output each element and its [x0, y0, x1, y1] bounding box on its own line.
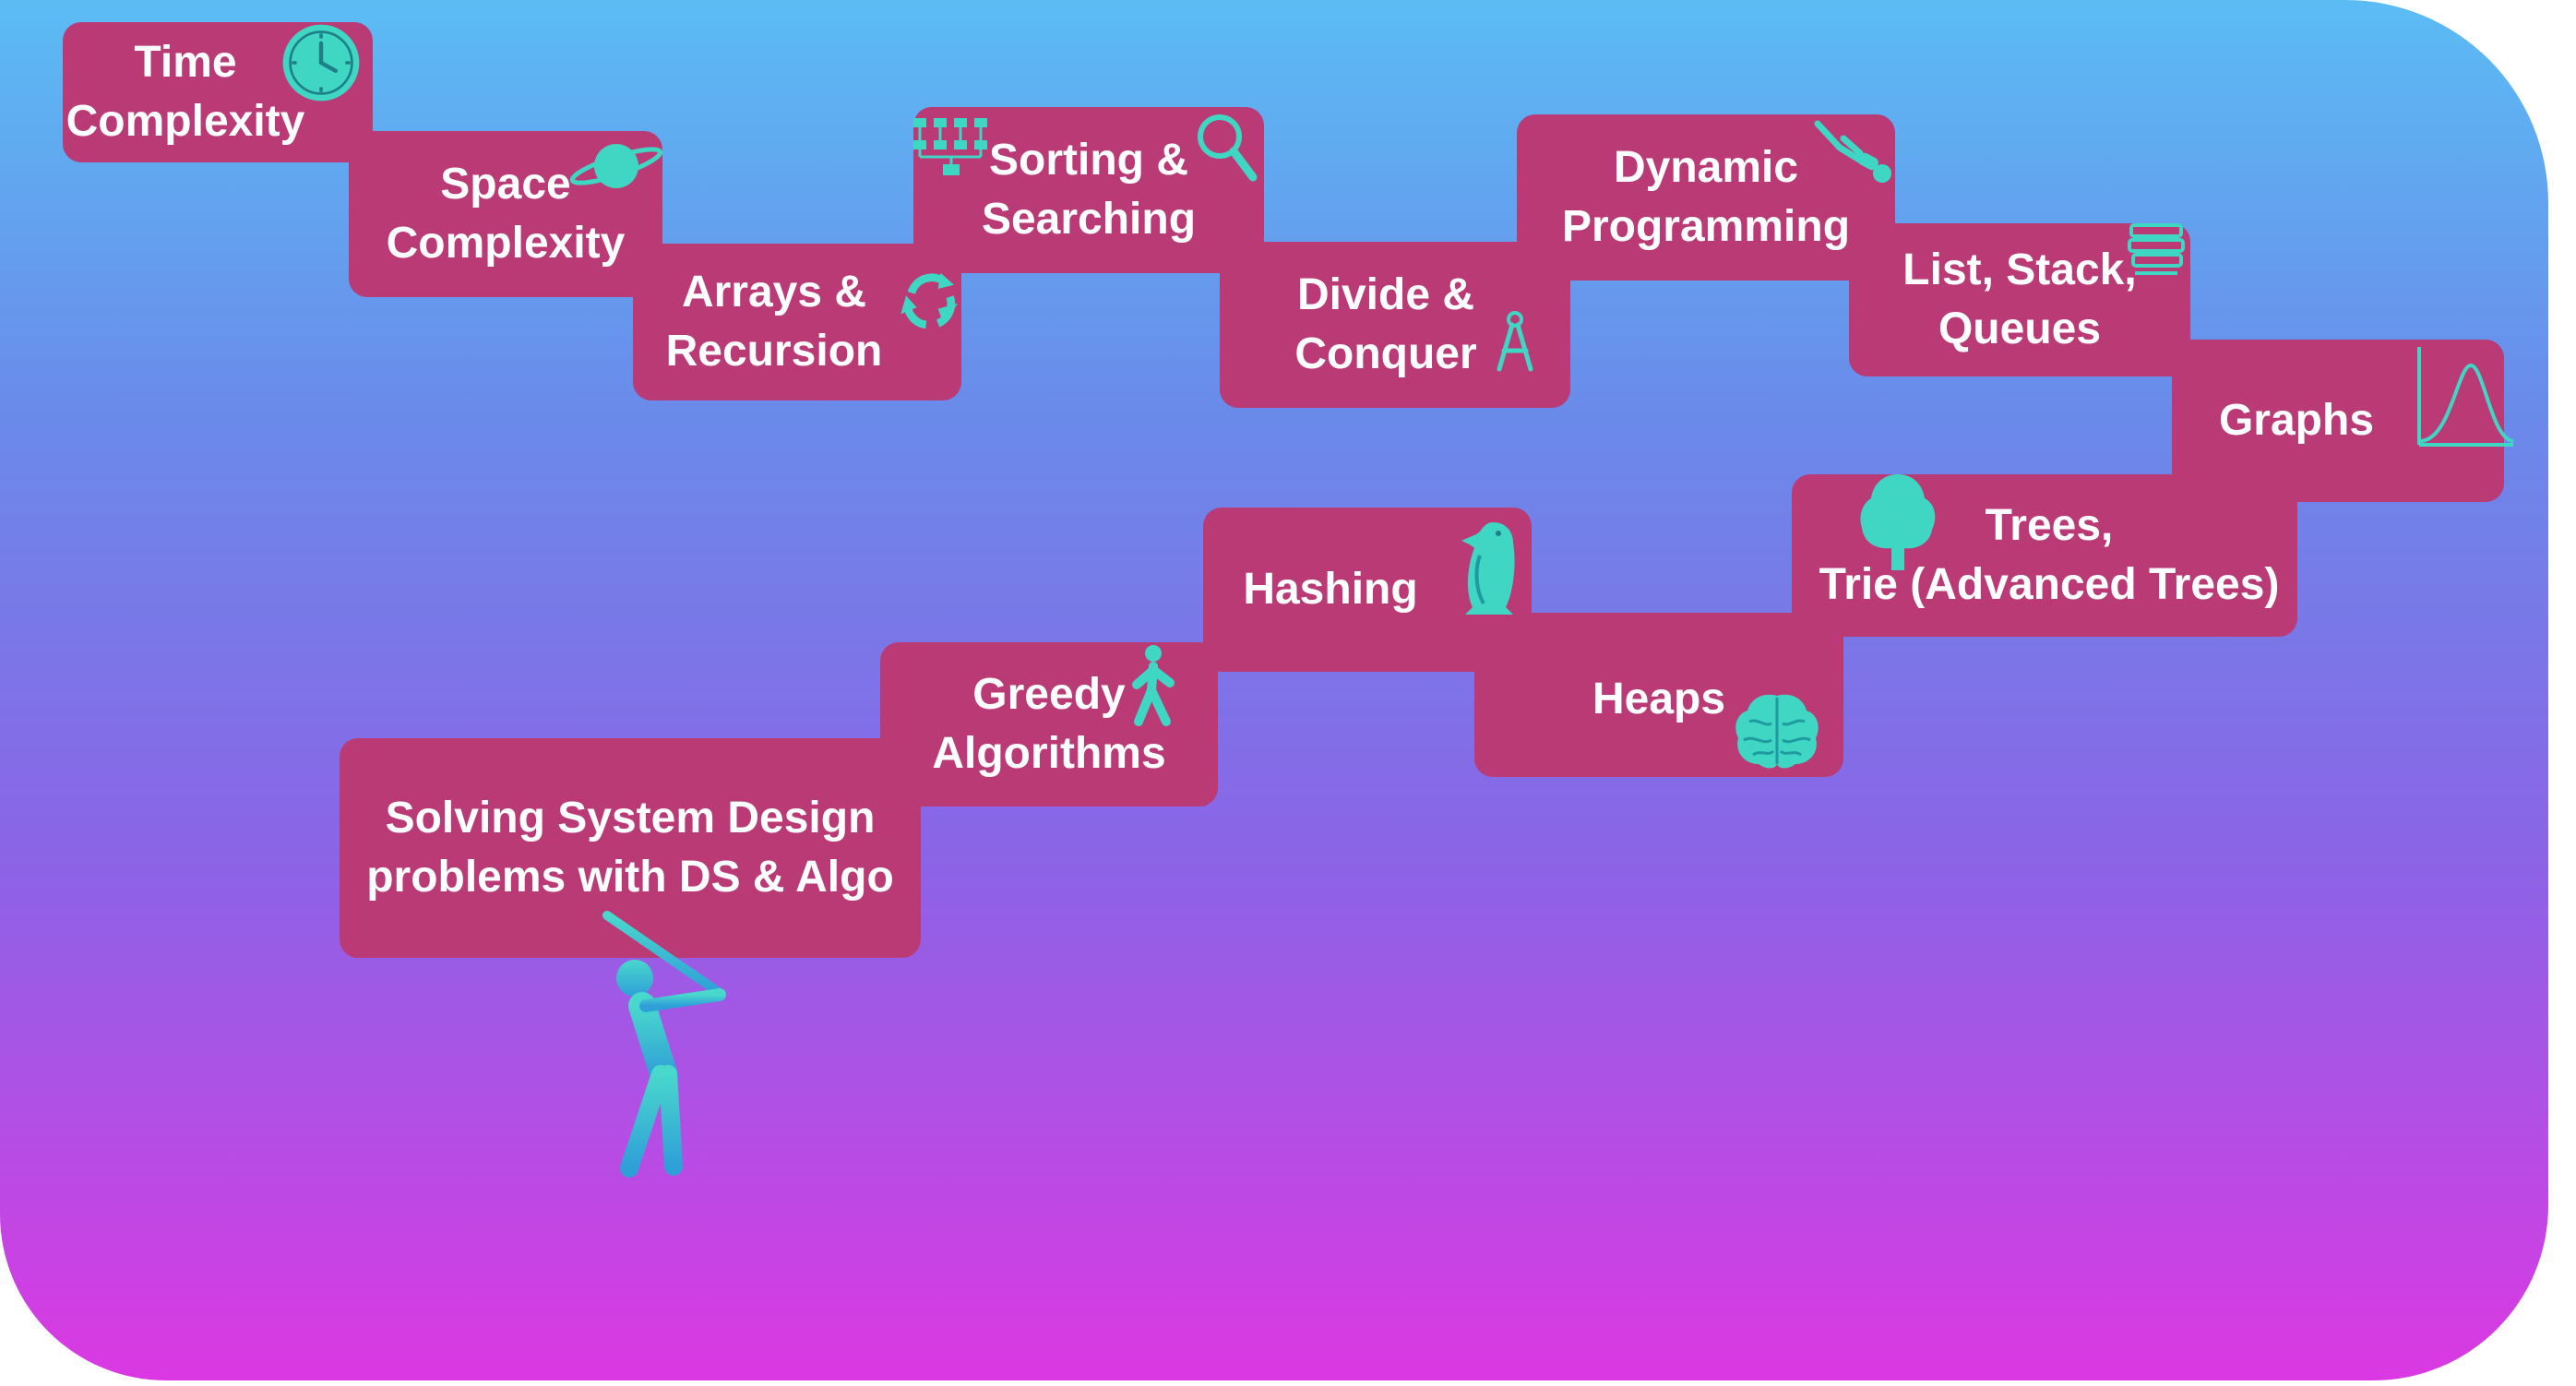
step-dynamic-programming: Dynamic Programming: [1517, 114, 1895, 281]
diver-icon: [1812, 120, 1895, 188]
step-label-line: List, Stack,: [1902, 245, 2137, 294]
step-label-line: Programming: [1561, 202, 1851, 251]
bell-curve-icon: [2414, 345, 2515, 447]
step-label-line: Greedy: [972, 670, 1126, 719]
golfer-icon: [583, 910, 734, 1177]
step-label-line: Recursion: [665, 327, 883, 376]
step-label-line: problems with DS & Algo: [366, 853, 894, 902]
step-divide-conquer: Divide & Conquer: [1220, 242, 1570, 408]
step-label-line: Arrays &: [681, 268, 867, 317]
step-system-design: Solving System Design problems with DS &…: [340, 738, 921, 958]
step-space-complexity: Space Complexity: [349, 131, 662, 297]
magnifier-icon: [1196, 113, 1258, 183]
step-greedy-algorithms: Greedy Algorithms: [880, 642, 1218, 807]
step-label-line: Hashing: [1243, 565, 1418, 614]
compass-icon: [1495, 310, 1535, 373]
step-label-line: Heaps: [1592, 675, 1726, 723]
tree-icon: [1858, 471, 1938, 574]
brain-icon: [1731, 690, 1823, 771]
step-label-line: Time: [134, 38, 237, 87]
cycle-arrows-icon: [897, 268, 963, 334]
step-sorting-searching: Sorting & Searching: [913, 107, 1264, 273]
step-label-line: Solving System Design: [385, 794, 876, 842]
clock-icon: [280, 22, 362, 103]
step-arrays-recursion: Arrays & Recursion: [633, 244, 961, 400]
step-label-line: Complexity: [386, 219, 626, 268]
book-stack-icon: [2128, 221, 2185, 277]
walking-person-icon: [1126, 644, 1181, 727]
step-label-line: Trees,: [1985, 501, 2114, 550]
step-list-stack-queues: List, Stack, Queues: [1849, 223, 2190, 376]
step-label-line: Space: [440, 160, 571, 209]
penguin-icon: [1460, 519, 1519, 618]
step-label-line: Sorting &: [989, 136, 1188, 185]
step-label-line: Dynamic: [1613, 143, 1799, 192]
step-label-line: Graphs: [2218, 396, 2375, 445]
step-label-line: Queues: [1938, 305, 2102, 353]
step-label-line: Complexity: [66, 97, 305, 146]
planet-icon: [569, 133, 663, 197]
step-label-line: Divide &: [1296, 270, 1475, 319]
step-label-line: Searching: [981, 195, 1197, 244]
hierarchy-chart-icon: [913, 114, 989, 179]
step-label-line: Conquer: [1294, 329, 1477, 378]
step-label-line: Algorithms: [932, 729, 1166, 778]
